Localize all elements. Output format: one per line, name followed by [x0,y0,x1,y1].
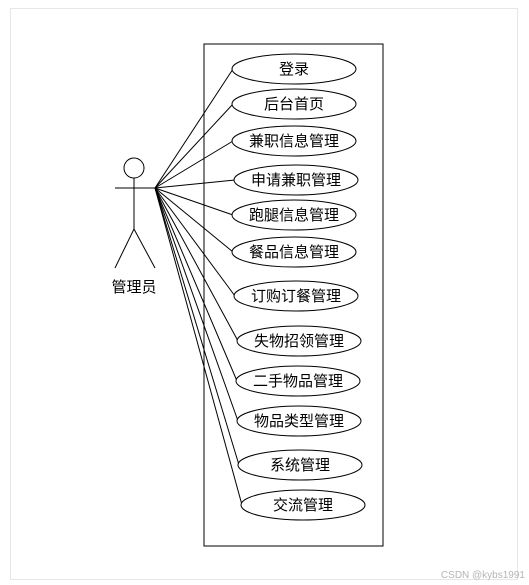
use-case-label: 订购订餐管理 [251,287,341,305]
use-case: 失物招领管理 [236,325,362,357]
watermark: CSDN @kybs1991 [440,570,525,581]
association-line [154,187,243,506]
use-case-label: 登录 [279,60,309,78]
use-case-ellipse [237,449,363,481]
use-case-label: 交流管理 [273,496,333,514]
association-line [154,187,234,216]
association-line [154,68,234,189]
use-case-ellipse [231,88,357,120]
use-case-ellipse [231,53,357,85]
use-cases: 登录后台首页兼职信息管理申请兼职管理跑腿信息管理餐品信息管理订购订餐管理失物招领… [231,53,366,521]
use-case: 申请兼职管理 [233,164,359,196]
use-case-ellipse [231,125,357,157]
use-case: 订购订餐管理 [233,280,359,312]
use-case: 兼职信息管理 [231,125,357,157]
use-case-ellipse [233,280,359,312]
actor-left-leg [114,228,135,269]
association-line [154,187,240,466]
actor-figure [114,157,156,269]
use-case-label: 失物招领管理 [254,332,344,350]
use-case: 系统管理 [237,449,363,481]
use-case: 物品类型管理 [236,405,362,437]
use-case-ellipse [231,199,357,231]
use-case-ellipse [231,236,357,268]
use-case: 后台首页 [231,88,357,120]
actor-label: 管理员 [111,278,156,296]
actor-head [123,157,145,179]
association-line [154,179,236,189]
image-frame [10,8,518,580]
use-case-label: 物品类型管理 [254,412,344,430]
system-boundary [203,43,384,547]
use-case-label: 跑腿信息管理 [249,206,339,224]
use-case-label: 系统管理 [270,456,330,474]
use-case-label: 后台首页 [264,95,324,113]
use-case: 登录 [231,53,357,85]
use-case-label: 兼职信息管理 [249,132,339,150]
use-case-ellipse [233,164,359,196]
association-line [154,187,239,342]
associations [154,68,243,506]
association-line [154,187,234,253]
use-case: 跑腿信息管理 [231,199,357,231]
use-case-ellipse [236,325,362,357]
use-case: 交流管理 [240,489,366,521]
association-line [154,187,236,297]
use-case-ellipse [235,365,361,397]
association-line [154,103,234,189]
actor-right-leg [133,228,156,269]
use-case-label: 餐品信息管理 [249,243,339,261]
use-case-label: 申请兼职管理 [251,171,341,189]
use-case-label: 二手物品管理 [253,372,343,390]
use-case: 二手物品管理 [235,365,361,397]
association-line [154,187,239,422]
use-case-ellipse [240,489,366,521]
association-line [154,140,234,189]
association-line [154,187,238,382]
use-case: 餐品信息管理 [231,236,357,268]
use-case-ellipse [236,405,362,437]
